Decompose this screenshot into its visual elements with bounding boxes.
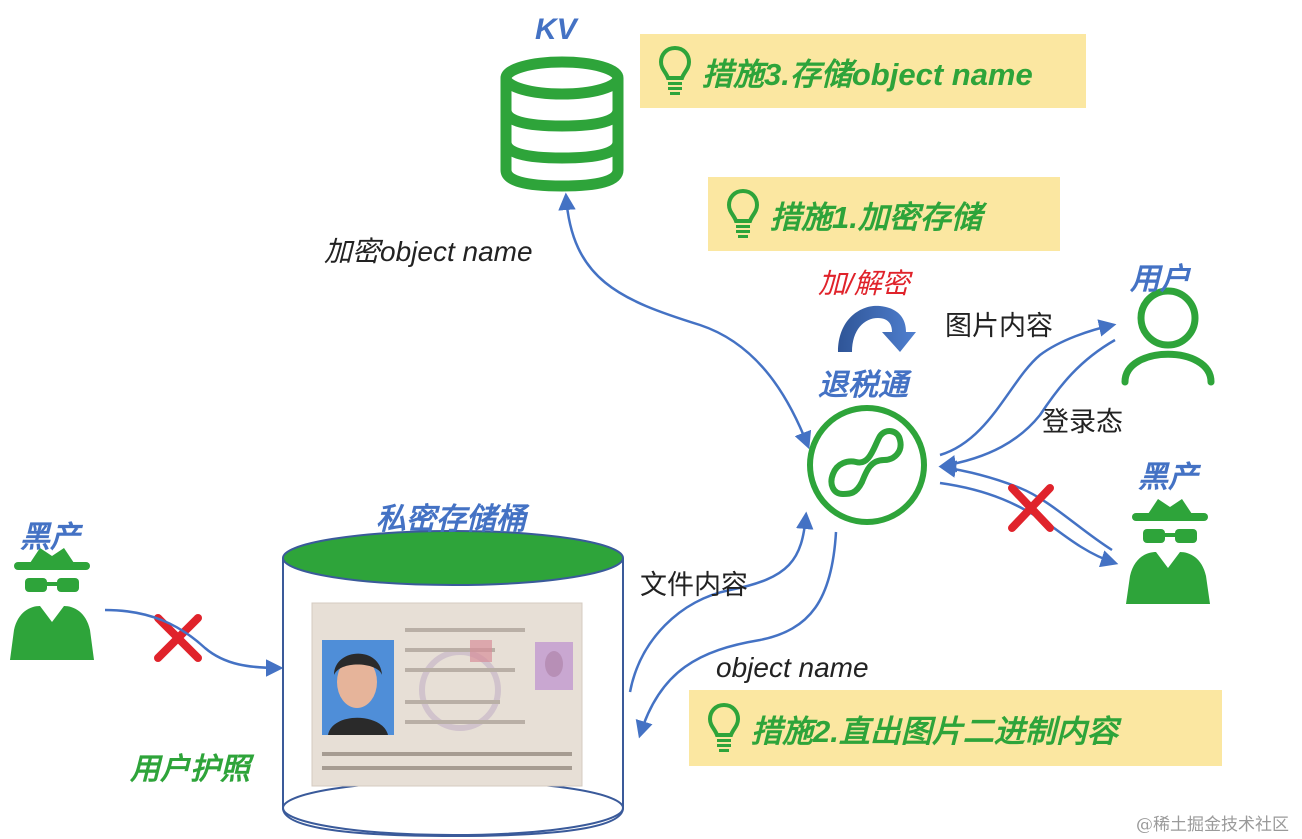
private-bucket-label: 私密存储桶 [376, 503, 526, 536]
arrow-user-app-login [938, 338, 1116, 473]
user-label: 用户 [1130, 263, 1190, 296]
arrow-app-user-image [939, 319, 1117, 457]
blackmarket-left-label: 黑产 [20, 521, 80, 554]
cross-icon [1008, 484, 1054, 532]
arrow-app-hacker [939, 481, 1119, 568]
curved-arrow-icon [838, 305, 916, 352]
file-content-label: 文件内容 [640, 570, 748, 600]
login-state-label: 登录态 [1042, 407, 1123, 437]
user-passport-label: 用户护照 [130, 753, 250, 786]
spy-icon [1126, 499, 1210, 604]
kv-label: KV [535, 13, 577, 46]
blackmarket-right-label: 黑产 [1138, 461, 1198, 494]
spy-icon [10, 548, 94, 660]
arrow-app-kv [558, 192, 812, 450]
measure3-note: 措施3.存储object name [640, 34, 1086, 108]
passport-image [311, 602, 583, 787]
mini-program-icon [807, 405, 927, 525]
object-name-label: object name [716, 652, 869, 683]
lightbulb-icon [707, 702, 741, 752]
database-icon [500, 56, 624, 192]
arrow-hacker-bucket [104, 608, 284, 677]
measure3-text: 措施3.存储object name [702, 56, 1033, 92]
tuishuitong-label: 退税通 [818, 369, 908, 402]
user-icon [1121, 287, 1215, 386]
cross-icon [154, 614, 202, 662]
measure1-text: 措施1.加密存储 [770, 199, 982, 235]
lightbulb-icon [658, 45, 692, 95]
measure2-note: 措施2.直出图片二进制内容 [689, 690, 1222, 766]
measure2-text: 措施2.直出图片二进制内容 [751, 713, 1118, 749]
lightbulb-icon [726, 188, 760, 238]
arrow-bucket-app-file [628, 511, 814, 693]
encrypt-decrypt-label: 加/解密 [818, 268, 910, 299]
measure1-note: 措施1.加密存储 [708, 177, 1060, 251]
arrow-hacker-app [938, 460, 1113, 552]
arrow-app-bucket-objname [635, 531, 838, 739]
image-content-label: 图片内容 [945, 311, 1053, 341]
encrypt-object-name-label: 加密object name [324, 236, 533, 267]
watermark: @稀土掘金技术社区 [1136, 815, 1289, 835]
